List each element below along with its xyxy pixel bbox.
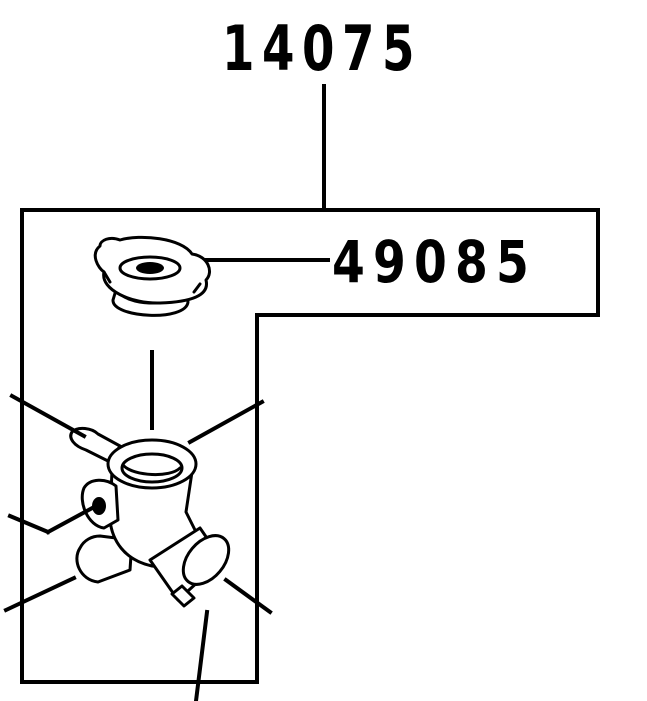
connection-lines bbox=[3, 393, 273, 701]
radiator-cap-icon bbox=[93, 235, 211, 317]
filler-neck-icon bbox=[69, 426, 231, 608]
assembly-part-number: 14075 bbox=[222, 12, 422, 85]
cap-part-number: 49085 bbox=[332, 228, 537, 296]
assembly-bracket bbox=[20, 208, 600, 684]
